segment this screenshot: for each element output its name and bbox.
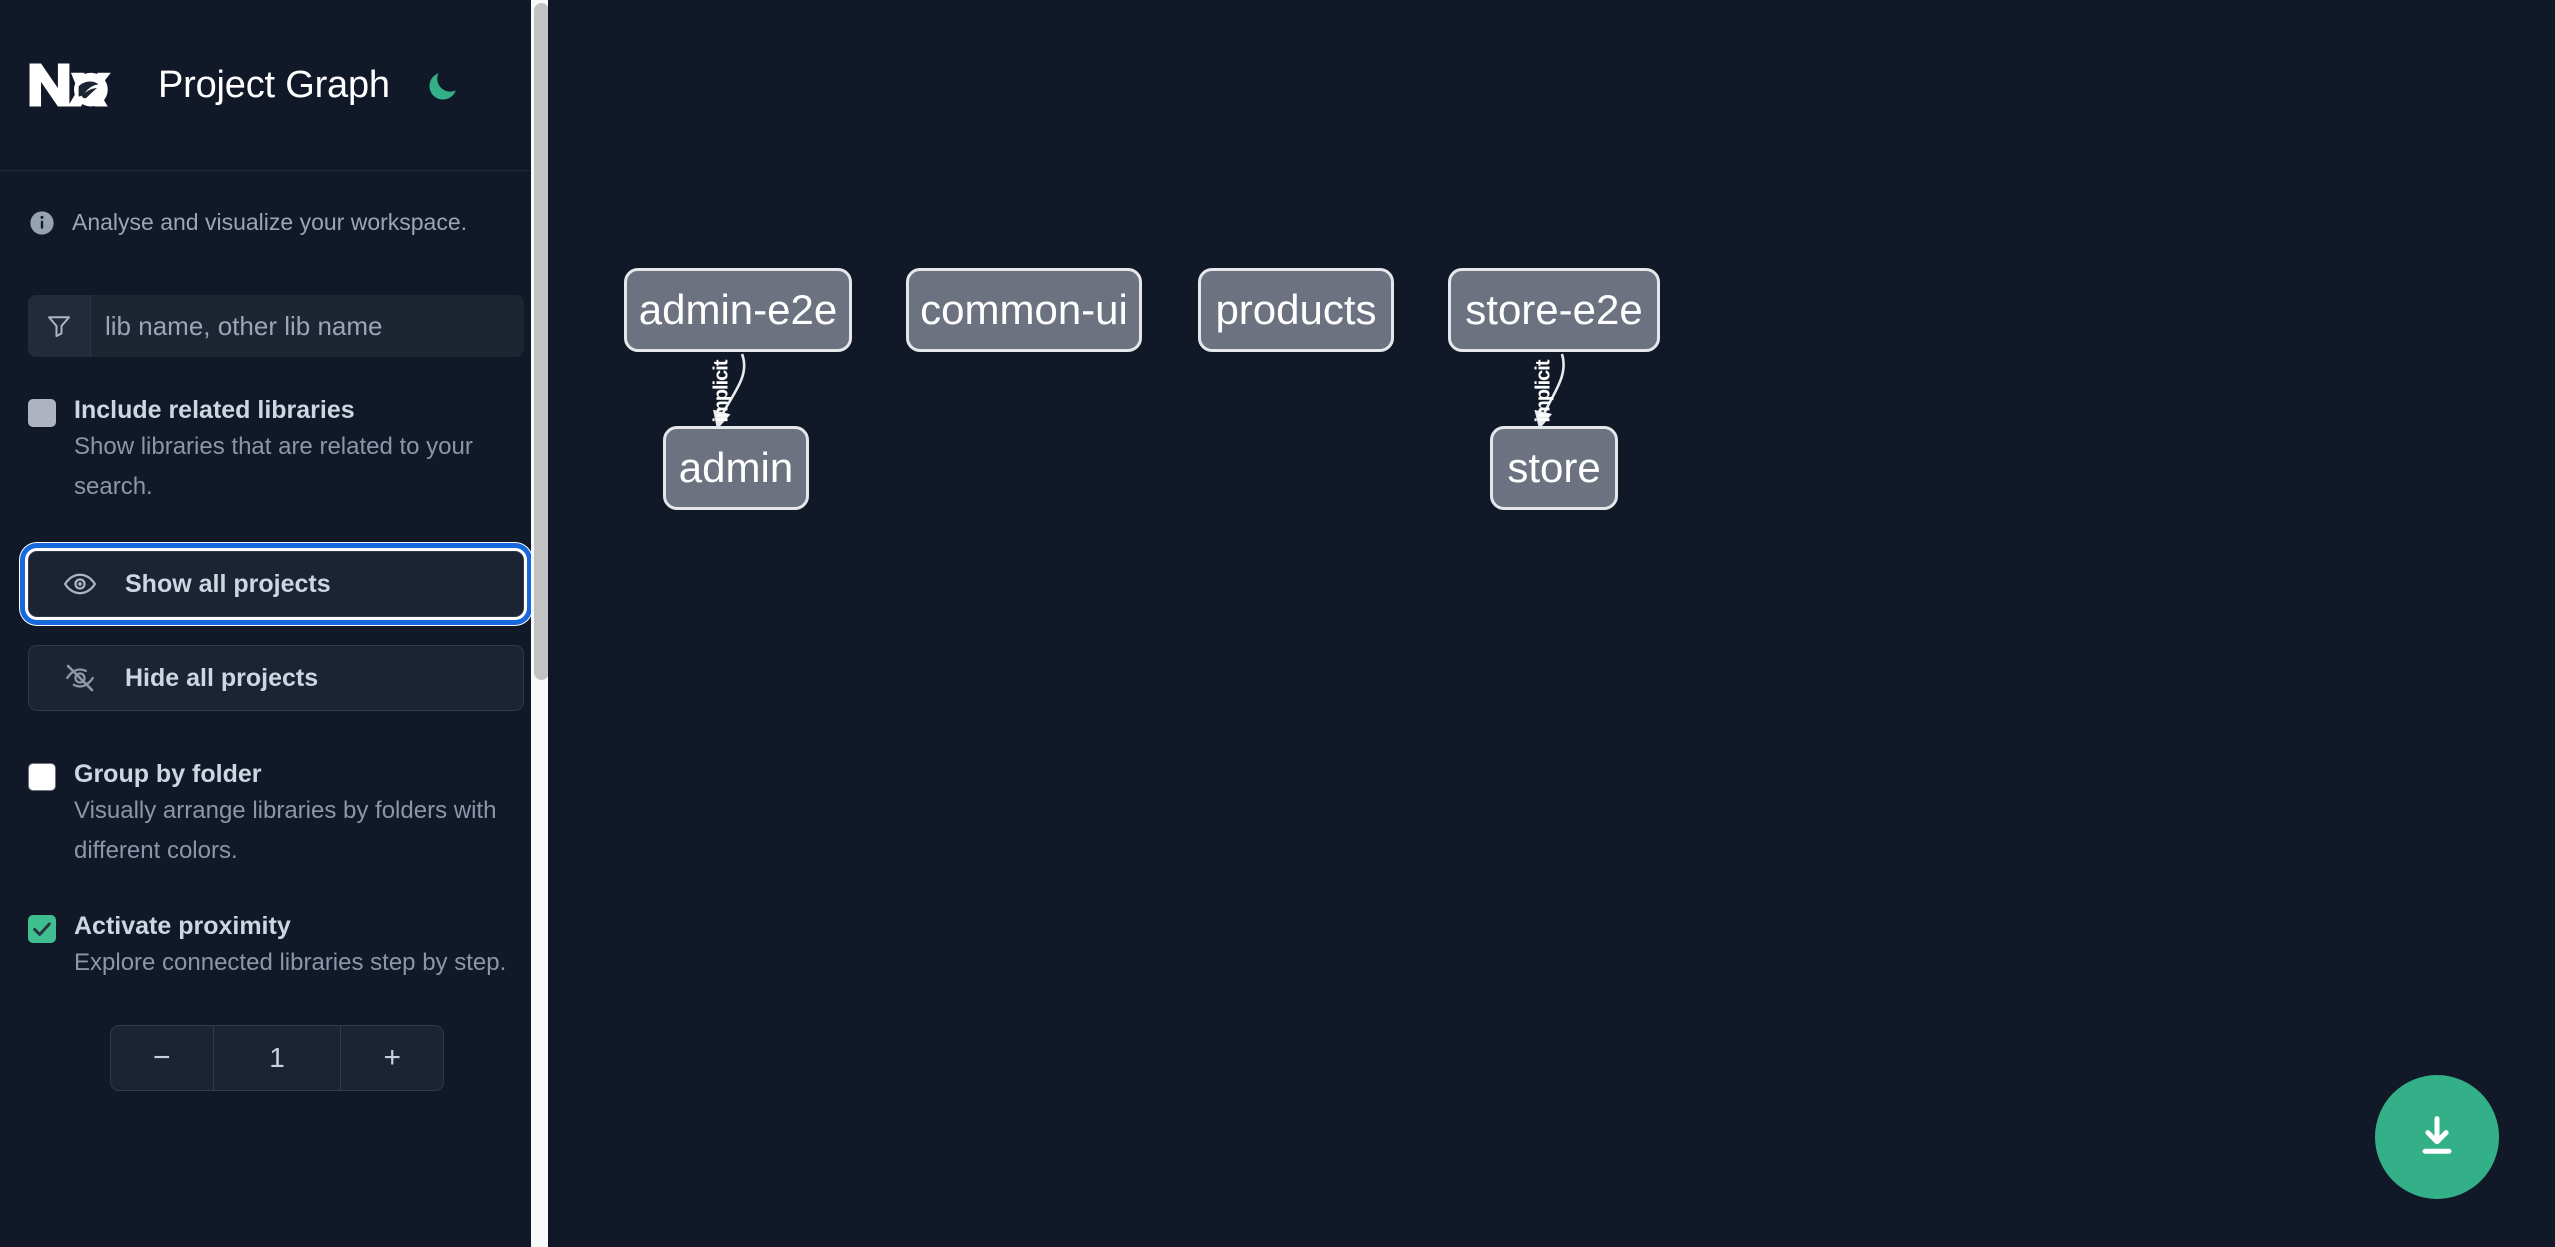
graph-node-label: admin [678, 444, 794, 491]
proximity-stepper[interactable]: − 1 + [110, 1025, 444, 1091]
nx-logo-icon [28, 57, 120, 113]
sidebar-divider [548, 0, 552, 1247]
include-related-libraries-checkbox[interactable] [28, 399, 56, 427]
filter-funnel-icon [28, 295, 91, 357]
graph-node-label: products [1215, 286, 1377, 333]
moon-icon[interactable] [420, 62, 466, 108]
graph-node-label: store-e2e [1465, 286, 1643, 333]
graph-node-admin-e2e[interactable]: admin-e2e [624, 268, 852, 352]
sidebar-scrollbar-thumb[interactable] [534, 3, 549, 680]
include-related-libraries-description: Show libraries that are related to your … [74, 433, 473, 500]
graph-canvas[interactable]: admin-e2e common-ui products store-e2e a… [552, 0, 2555, 1247]
sidebar-header: Project Graph [0, 0, 552, 171]
graph-node-products[interactable]: products [1198, 268, 1394, 352]
search-input[interactable] [91, 295, 524, 357]
graph-node-store[interactable]: store [1490, 426, 1618, 510]
graph-node-label: common-ui [920, 286, 1128, 333]
download-icon [2422, 1116, 2452, 1154]
option-group-by-folder[interactable]: Group by folder Visually arrange librari… [0, 757, 552, 871]
check-icon [33, 922, 51, 936]
graph-edge-label-admin: implicit [710, 360, 733, 423]
option-include-related-libraries[interactable]: Include related libraries Show libraries… [0, 393, 552, 507]
graph-edge-label-store: implicit [1532, 360, 1555, 423]
sidebar: Project Graph Analyse and visualize your… [0, 0, 552, 1247]
activate-proximity-label: Activate proximity [74, 912, 291, 940]
group-by-folder-label: Group by folder [74, 760, 262, 788]
option-activate-proximity[interactable]: Activate proximity Explore connected lib… [0, 909, 552, 983]
hide-all-projects-button[interactable]: Hide all projects [28, 645, 524, 711]
page-title: Project Graph [158, 63, 390, 106]
show-all-projects-label: Show all projects [125, 569, 331, 598]
group-by-folder-description: Visually arrange libraries by folders wi… [74, 797, 497, 864]
sidebar-scrollbar[interactable] [531, 0, 552, 1247]
eye-off-icon [63, 661, 97, 695]
download-graph-button[interactable] [2375, 1075, 2499, 1199]
graph-node-label: store [1507, 444, 1601, 491]
graph-edges [713, 353, 1565, 430]
group-by-folder-checkbox[interactable] [28, 763, 56, 791]
proximity-decrement-button[interactable]: − [153, 1041, 171, 1074]
proximity-increment-button[interactable]: + [383, 1041, 401, 1074]
workspace-info: Analyse and visualize your workspace. [0, 171, 552, 237]
graph-node-admin[interactable]: admin [663, 426, 809, 510]
eye-icon [63, 567, 97, 601]
activate-proximity-description: Explore connected libraries step by step… [74, 949, 507, 976]
proximity-value: 1 [212, 1026, 342, 1090]
graph-node-store-e2e[interactable]: store-e2e [1448, 268, 1660, 352]
activate-proximity-checkbox[interactable] [28, 915, 56, 943]
graph-node-label: admin-e2e [638, 286, 838, 333]
show-all-projects-button[interactable]: Show all projects [20, 543, 532, 625]
graph-node-common-ui[interactable]: common-ui [906, 268, 1142, 352]
search-field[interactable] [28, 295, 524, 357]
hide-all-projects-label: Hide all projects [125, 663, 319, 692]
include-related-libraries-label: Include related libraries [74, 396, 355, 424]
sidebar-body: Analyse and visualize your workspace. In… [0, 171, 552, 1091]
info-circle-icon [28, 209, 56, 237]
workspace-info-text: Analyse and visualize your workspace. [72, 209, 468, 236]
